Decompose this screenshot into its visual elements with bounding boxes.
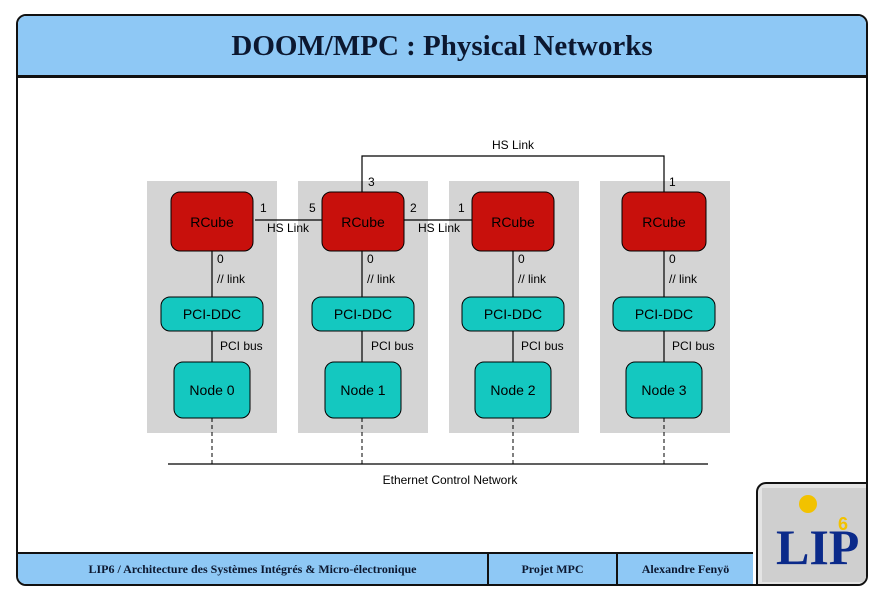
node-label-1: Node 1 xyxy=(340,382,385,398)
link-label-3: // link xyxy=(669,272,698,286)
node-label-0: Node 0 xyxy=(189,382,234,398)
rcube-label-1: RCube xyxy=(341,214,385,230)
rcube-2 xyxy=(471,191,555,252)
pci-ddc-label-1: PCI-DDC xyxy=(334,306,392,322)
hs-link-12-label: HS Link xyxy=(418,221,461,235)
title-bar: DOOM/MPC : Physical Networks xyxy=(18,16,866,78)
node-box-2 xyxy=(474,361,552,419)
pci-ddc-label-2: PCI-DDC xyxy=(484,306,542,322)
pci-bus-label-2: PCI bus xyxy=(521,339,564,353)
ethernet-label: Ethernet Control Network xyxy=(383,473,519,487)
footer-project: Projet MPC xyxy=(489,554,618,584)
node-group-2: RCube 0 // link PCI-DDC PCI bus Node 2 xyxy=(461,191,565,464)
pci-bus-label-3: PCI bus xyxy=(672,339,715,353)
node-group-3: RCube 0 // link PCI-DDC PCI bus Node 3 xyxy=(612,191,716,464)
pci-ddc-1 xyxy=(311,296,415,332)
footer-author: Alexandre Fenyö xyxy=(641,561,730,576)
port-label-01-b: 5 xyxy=(309,201,316,215)
pci-ddc-label-0: PCI-DDC xyxy=(183,306,241,322)
pci-bus-label-1: PCI bus xyxy=(371,339,414,353)
hs-link-01-label: HS Link xyxy=(267,221,310,235)
logo-dot xyxy=(799,495,817,513)
rcube-0 xyxy=(170,191,254,252)
node-box-1 xyxy=(324,361,402,419)
port-label-1: 0 xyxy=(367,252,374,266)
footer-org: LIP6 / Architecture des Systèmes Intégré… xyxy=(18,554,489,584)
node-box-3 xyxy=(625,361,703,419)
link-label-2: // link xyxy=(518,272,547,286)
hs-link-top-label: HS Link xyxy=(492,138,535,152)
port-label-01-a: 1 xyxy=(260,201,267,215)
lip6-logo: LIP 6 xyxy=(756,482,866,584)
link-label-1: // link xyxy=(367,272,396,286)
pci-ddc-0 xyxy=(160,296,264,332)
node-box-0 xyxy=(173,361,251,419)
pci-ddc-3 xyxy=(612,296,716,332)
node-label-2: Node 2 xyxy=(490,382,535,398)
rcube-1 xyxy=(321,191,405,252)
rcube-label-3: RCube xyxy=(642,214,686,230)
page-title: DOOM/MPC : Physical Networks xyxy=(231,30,653,62)
rcube-label-0: RCube xyxy=(190,214,234,230)
link-label-0: // link xyxy=(217,272,246,286)
port-label-12-a: 2 xyxy=(410,201,417,215)
pci-bus-label-0: PCI bus xyxy=(220,339,263,353)
port-label-0: 0 xyxy=(217,252,224,266)
pci-ddc-2 xyxy=(461,296,565,332)
rcube-label-2: RCube xyxy=(491,214,535,230)
port-label-top-3: 1 xyxy=(669,175,676,189)
port-label-12-b: 1 xyxy=(458,201,465,215)
node-group-1: RCube 0 // link PCI-DDC PCI bus Node 1 xyxy=(311,191,415,464)
rcube-3 xyxy=(621,191,707,252)
footer: LIP6 / Architecture des Systèmes Intégré… xyxy=(18,552,753,584)
port-label-2: 0 xyxy=(518,252,525,266)
hs-link-top xyxy=(361,155,665,192)
logo-superscript: 6 xyxy=(838,514,848,534)
node-label-3: Node 3 xyxy=(641,382,686,398)
logo-text: LIP xyxy=(776,519,859,575)
port-label-3: 0 xyxy=(669,252,676,266)
port-label-top-1: 3 xyxy=(368,175,375,189)
pci-ddc-label-3: PCI-DDC xyxy=(635,306,693,322)
node-group-0: RCube 0 // link PCI-DDC PCI bus Node 0 xyxy=(160,191,264,464)
